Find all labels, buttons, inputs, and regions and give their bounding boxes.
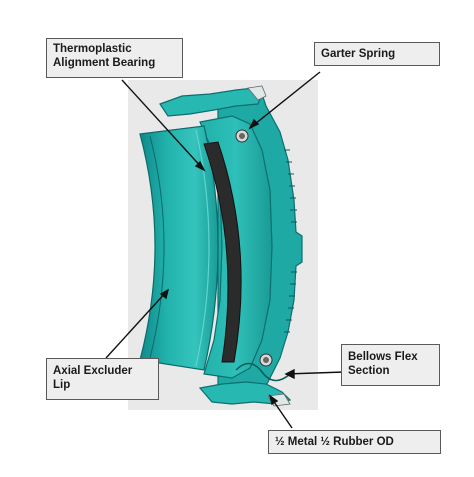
garter-spring-top: [235, 129, 249, 143]
label-alignment-bearing-line1: Thermoplastic: [53, 43, 132, 55]
arrow-spring: [249, 71, 321, 129]
label-od-material-text: ½ Metal ½ Rubber OD: [275, 436, 394, 448]
label-alignment-bearing-line2: Alignment Bearing: [53, 57, 156, 69]
label-bellows-flex-line1: Bellows Flex: [348, 351, 418, 363]
label-axial-excluder-lip: Axial Excluder Lip: [46, 358, 159, 400]
leader-arrows: [105, 71, 345, 429]
label-alignment-bearing: Thermoplastic Alignment Bearing: [46, 38, 183, 78]
label-garter-spring: Garter Spring: [314, 42, 440, 66]
alignment-bearing: [203, 141, 242, 363]
lip-edge-highlight: [149, 135, 165, 359]
arrow-bearing: [121, 79, 205, 171]
label-garter-spring-text: Garter Spring: [321, 48, 396, 60]
label-axial-excluder-lip-line1: Axial Excluder: [53, 365, 133, 377]
label-bellows-flex: Bellows Flex Section: [341, 344, 440, 386]
label-od-material: ½ Metal ½ Rubber OD: [268, 430, 441, 454]
arrow-lip: [105, 289, 169, 359]
housing-serrations: [284, 149, 297, 333]
top-flange-tab: [247, 85, 267, 101]
arrow-bellows: [285, 371, 345, 375]
label-axial-excluder-lip-line2: Lip: [53, 379, 71, 391]
label-bellows-flex-line2: Section: [348, 365, 390, 377]
lip-inner-line: [195, 129, 210, 367]
bottom-flange: [198, 381, 292, 405]
garter-spring-bottom: [259, 353, 273, 367]
bellows-flex: [235, 362, 291, 382]
